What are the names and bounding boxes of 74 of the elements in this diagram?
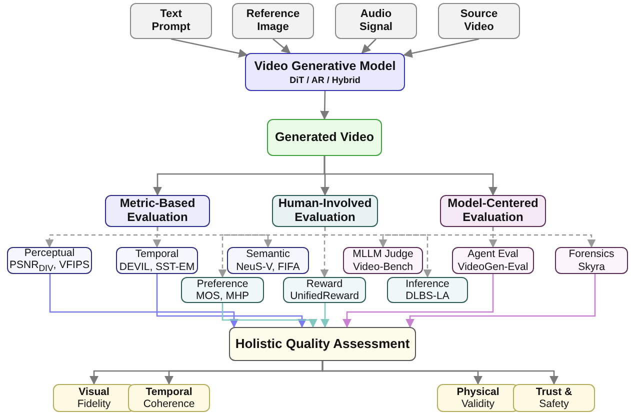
arrow (324, 156, 498, 196)
node-title: Text Prompt (150, 8, 192, 34)
arrow (322, 361, 559, 385)
node-title: Forensics (568, 248, 614, 260)
node-title: Generated Video (274, 130, 374, 145)
input-box (438, 3, 520, 39)
node-title: Audio Signal (358, 8, 394, 34)
node-title: Preference (196, 278, 248, 290)
node-detail: UnifiedReward (290, 290, 359, 302)
node-detail: DiT / AR / Hybrid (290, 75, 360, 86)
method-box (227, 247, 309, 274)
node-detail: DEVIL, SST-EM (119, 260, 195, 273)
node-title: Trust & (536, 386, 572, 398)
node-detail: Coherence (143, 398, 195, 410)
arrow (49, 274, 239, 328)
arrow (403, 38, 480, 58)
arrow (361, 38, 376, 54)
node-title: Physical (456, 386, 500, 398)
node-title: Semantic (246, 248, 290, 260)
arrow (405, 274, 596, 328)
node-title: Reward (306, 278, 343, 290)
node-title: Agent Eval (468, 248, 518, 260)
node-detail: NeuS-V, FIFA (236, 260, 300, 273)
node-title: Holistic Quality Assessment (235, 336, 410, 352)
node-title: Temporal (135, 248, 179, 260)
arrow (320, 90, 330, 120)
method-box (283, 277, 366, 303)
arrow (222, 303, 318, 328)
method-box (116, 247, 198, 274)
node-title: Reference Image (246, 8, 300, 34)
input-box (130, 3, 212, 39)
assessment-box (229, 327, 416, 361)
model-box (245, 53, 405, 91)
node-title: Video Generative Model (254, 58, 396, 74)
node-detail: DLBS-LA (406, 290, 450, 302)
node-title: Model-Centered Evaluation (446, 197, 540, 225)
node-title: Human-Involved Evaluation (277, 197, 373, 225)
aspect-box (513, 384, 595, 412)
node-title: Metric-Based Evaluation (118, 197, 196, 225)
category-box (272, 195, 378, 227)
aspect-box (128, 384, 210, 412)
node-detail: Safety (539, 398, 569, 410)
node-detail: Video-Bench (353, 260, 413, 273)
category-box (105, 195, 210, 227)
node-title: Perceptual (24, 247, 75, 260)
method-box (343, 247, 423, 274)
arrow (342, 274, 494, 328)
arrow (170, 38, 248, 58)
node-detail: Skyra (578, 260, 605, 273)
output-box (267, 119, 382, 156)
input-box (232, 3, 314, 39)
node-title: Temporal (146, 386, 192, 398)
node-title: Inference (406, 278, 450, 290)
arrow (272, 38, 291, 54)
node-detail: PSNR$_{DIV}$, VFIPS (10, 259, 90, 274)
node-detail: MOS, MHP (196, 290, 250, 302)
method-box (7, 247, 92, 274)
arrow (156, 274, 307, 328)
method-box (181, 277, 264, 303)
dashed-arrow (156, 227, 272, 248)
node-title: MLLM Judge (352, 248, 414, 260)
input-box (335, 3, 417, 39)
dashed-arrow (492, 227, 596, 248)
node-detail: Fidelity (77, 398, 111, 410)
node-detail: VideoGen-Eval (458, 260, 528, 273)
method-box (387, 277, 468, 303)
dashed-arrow (324, 227, 432, 278)
arrow (320, 303, 330, 328)
node-title: Visual (78, 386, 110, 398)
category-box (440, 195, 546, 227)
method-box (555, 247, 628, 274)
method-box (452, 247, 534, 274)
node-detail: Validity (461, 398, 495, 410)
node-title: Source Video (459, 8, 499, 34)
